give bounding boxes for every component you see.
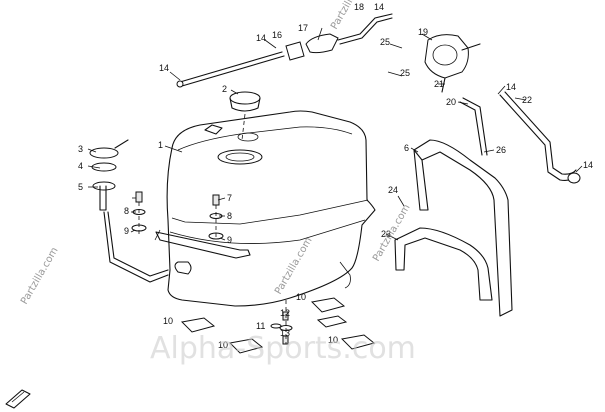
callout-10-d: 10 bbox=[328, 335, 338, 345]
filler-neck bbox=[174, 261, 192, 275]
callout-20: 20 bbox=[446, 97, 456, 107]
callout-labels: 1 2 3 4 5 6 7 8 8 9 9 10 10 10 10 11 12 … bbox=[78, 2, 593, 350]
fuel-pump bbox=[424, 34, 481, 93]
watermark-left: Partzilla.com bbox=[19, 246, 61, 307]
callout-26: 26 bbox=[496, 145, 506, 155]
callout-23: 23 bbox=[381, 229, 391, 239]
callout-18: 18 bbox=[354, 2, 364, 12]
callout-22: 22 bbox=[522, 95, 532, 105]
callout-4: 4 bbox=[78, 161, 83, 171]
callout-5: 5 bbox=[78, 182, 83, 192]
tank-sender-flange bbox=[217, 149, 263, 165]
bolt-set-left bbox=[131, 191, 147, 234]
callout-12: 12 bbox=[280, 308, 290, 318]
callout-14-b: 14 bbox=[256, 33, 266, 43]
leader-lines bbox=[87, 27, 583, 241]
fuel-tank bbox=[166, 110, 376, 307]
callout-6: 6 bbox=[404, 143, 409, 153]
callout-25-a: 25 bbox=[380, 37, 390, 47]
callout-11: 11 bbox=[256, 321, 265, 331]
fuel-filter bbox=[305, 33, 339, 54]
callout-10-c: 10 bbox=[296, 292, 306, 302]
watermark-main: Alpha-Sports.com bbox=[150, 331, 416, 366]
callout-10-b: 10 bbox=[218, 340, 228, 350]
callout-19: 19 bbox=[418, 27, 428, 37]
callout-10-a: 10 bbox=[163, 316, 173, 326]
watermark-right: Partzilla.com bbox=[371, 203, 413, 264]
breather-hose-22 bbox=[499, 91, 581, 184]
fuel-sender-unit bbox=[89, 139, 169, 283]
mounting-bracket-3 bbox=[154, 229, 251, 259]
callout-3: 3 bbox=[78, 144, 83, 154]
tank-strap-6 bbox=[413, 139, 513, 317]
bolt-set-center bbox=[208, 194, 224, 240]
callout-14-a: 14 bbox=[159, 63, 169, 73]
watermark-center: Partzilla.com bbox=[273, 236, 315, 297]
fuel-line-assembly bbox=[176, 13, 393, 88]
breather-hose-20 bbox=[459, 97, 488, 156]
callout-13: 13 bbox=[280, 328, 290, 338]
callout-2: 2 bbox=[222, 84, 227, 94]
callout-25-b: 25 bbox=[400, 68, 410, 78]
callout-14-c: 14 bbox=[374, 2, 384, 12]
callout-24: 24 bbox=[388, 185, 398, 195]
callout-7: 7 bbox=[227, 193, 232, 203]
callout-9-center: 9 bbox=[227, 235, 232, 245]
watermark-top: Partzilla bbox=[329, 0, 358, 31]
callout-14-d: 14 bbox=[506, 82, 516, 92]
callout-8-left: 8 bbox=[124, 206, 129, 216]
rubber-pads bbox=[180, 297, 376, 354]
bolt-set-bottom bbox=[270, 300, 293, 345]
fuel-cap bbox=[229, 91, 261, 141]
tank-strap-23 bbox=[394, 227, 493, 301]
callout-9-left: 9 bbox=[124, 226, 129, 236]
callout-21: 21 bbox=[434, 79, 444, 89]
callout-17: 17 bbox=[298, 23, 308, 33]
callout-8-center: 8 bbox=[227, 211, 232, 221]
callout-16: 16 bbox=[272, 30, 282, 40]
callout-1: 1 bbox=[158, 140, 163, 150]
corner-logo-icon bbox=[5, 389, 31, 409]
callout-14-e: 14 bbox=[583, 160, 593, 170]
